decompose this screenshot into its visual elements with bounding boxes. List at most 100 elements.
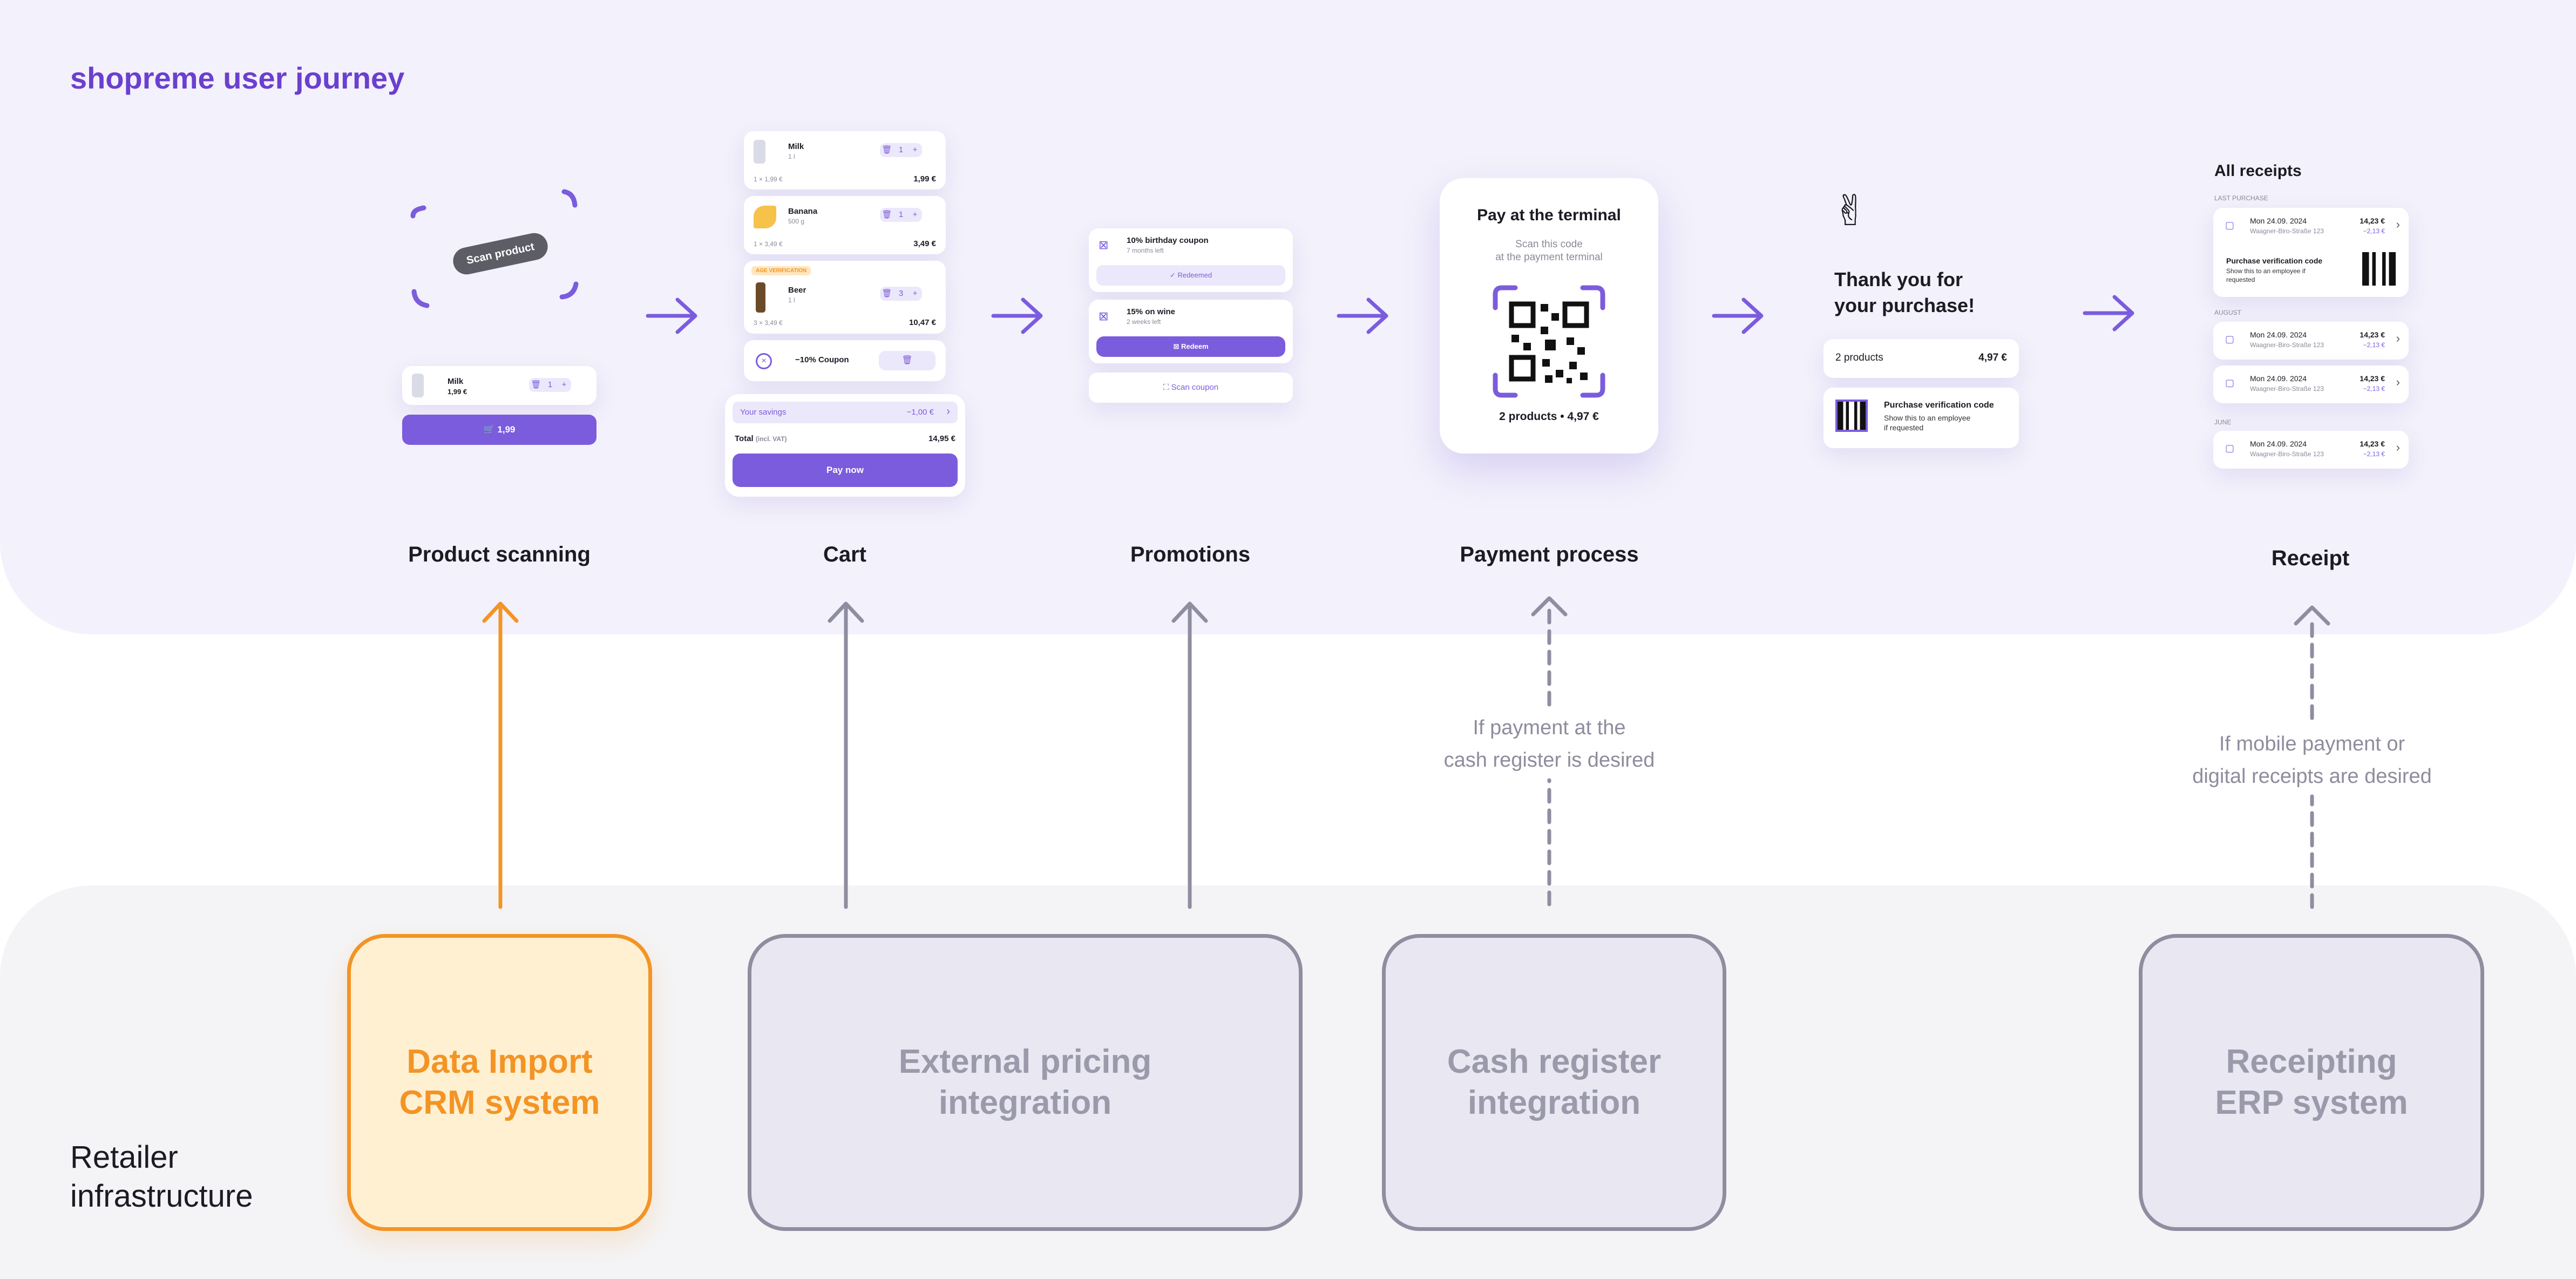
- system-name: integration: [938, 1084, 1112, 1121]
- cash-register-connector: [1531, 596, 1568, 906]
- quantity-stepper[interactable]: 🗑 1 +: [880, 143, 922, 157]
- payment-card: Pay at the terminal Scan this code at th…: [1440, 178, 1658, 454]
- infrastructure-title: Retailer infrastructure: [70, 1140, 253, 1214]
- cart-item-unit-price: 1 × 1,99 €: [754, 175, 783, 183]
- receipt-group-label: AUGUST: [2214, 309, 2242, 316]
- coupon-icon: ⊠: [1173, 342, 1181, 350]
- plus-icon[interactable]: +: [561, 380, 567, 389]
- cart-item-name: Milk: [788, 142, 804, 151]
- receipt-group-label: JUNE: [2214, 418, 2232, 426]
- scan-coupon-label: Scan coupon: [1171, 383, 1219, 392]
- coupon-title: 10% birthday coupon: [1127, 236, 1209, 245]
- trash-icon[interactable]: 🗑: [882, 145, 892, 154]
- payment-title: Pay at the terminal: [1477, 206, 1621, 224]
- savings-label: Your savings: [740, 408, 787, 417]
- cart-item-name: Beer: [788, 286, 806, 295]
- quantity-value: 1: [898, 145, 904, 154]
- verification-subtitle: Show this to an employee if: [2226, 267, 2306, 275]
- receipt-date: Mon 24.09. 2024: [2250, 439, 2307, 448]
- scan-coupon-button[interactable]: ⛶ Scan coupon: [1089, 373, 1293, 403]
- scanned-item-name: Milk: [448, 377, 464, 386]
- age-verification-badge: AGE VERIFICATION: [751, 266, 811, 275]
- stage-label-product-scanning: Product scanning: [408, 543, 591, 566]
- flow-arrow: [2083, 295, 2134, 331]
- redeem-label: Redeem: [1181, 342, 1209, 350]
- receipts-title: All receipts: [2214, 162, 2302, 180]
- banana-thumbnail: [754, 206, 776, 228]
- payment-instruction: Scan this code: [1515, 239, 1583, 250]
- stage-label-payment-process: Payment process: [1460, 543, 1639, 566]
- coupon-card: ⊠ 10% birthday coupon 7 months left ✓ Re…: [1089, 228, 1293, 292]
- products-count: 2 products: [1835, 352, 1883, 363]
- product-thumbnail: [754, 140, 765, 164]
- quantity-stepper[interactable]: 🗑1+: [529, 378, 571, 392]
- note-line: If mobile payment or: [2219, 733, 2405, 755]
- total-note: (incl. VAT): [755, 435, 787, 443]
- coupon-icon: ⊠: [1099, 238, 1109, 252]
- cart-summary: Your savings −1,00 € › Total (incl. VAT)…: [725, 394, 965, 497]
- cash-register-note: If payment at the cash register is desir…: [1409, 712, 1690, 776]
- receipt-card[interactable]: ▢ Mon 24.09. 2024 Waagner-Biro-Straße 12…: [2213, 431, 2409, 469]
- qr-code-icon: [1835, 400, 1868, 432]
- coupon-row: × −10% Coupon 🗑: [744, 340, 946, 381]
- remove-coupon-icon[interactable]: ×: [756, 353, 772, 369]
- promotions-connector: [1171, 601, 1208, 909]
- receipt-date: Mon 24.09. 2024: [2250, 330, 2307, 339]
- cart-item-total: 1,99 €: [913, 174, 936, 184]
- receipt-card[interactable]: ▢ Mon 24.09. 2024 Waagner-Biro-Straße 12…: [2213, 208, 2409, 297]
- scan-icon: ⛶: [1163, 383, 1171, 392]
- flow-arrow: [1337, 297, 1388, 334]
- receipt-date: Mon 24.09. 2024: [2250, 216, 2307, 225]
- cart-item-size: 500 g: [788, 218, 805, 225]
- cart-total-button[interactable]: 🛒 1,99: [402, 415, 596, 445]
- thank-you-line: Thank you for: [1834, 268, 1963, 290]
- quantity-stepper[interactable]: 🗑 1 +: [880, 208, 922, 222]
- note-line: cash register is desired: [1443, 749, 1655, 772]
- plus-icon[interactable]: +: [912, 210, 918, 219]
- receipt-address: Waagner-Biro-Straße 123: [2250, 385, 2324, 393]
- redeem-button[interactable]: ⊠ Redeem: [1096, 336, 1285, 357]
- stage-label-cart: Cart: [823, 543, 867, 566]
- receipt-icon: ▢: [2225, 334, 2235, 344]
- plus-icon[interactable]: +: [912, 289, 918, 298]
- quantity-stepper[interactable]: 🗑3+: [880, 287, 922, 301]
- cart-item: Banana 500 g 🗑1+ 1 × 3,49 € 3,49 €: [744, 196, 946, 254]
- peace-hand-icon: ✌: [1833, 187, 1868, 234]
- receipt-saving: −2,13 €: [2363, 385, 2385, 393]
- stage-label-promotions: Promotions: [1130, 543, 1251, 566]
- mobile-payment-note: If mobile payment or digital receipts ar…: [2172, 728, 2452, 793]
- quantity-value: 1: [898, 210, 904, 219]
- journey-title: shopreme user journey: [70, 61, 405, 95]
- coupon-expiry: 7 months left: [1127, 247, 1164, 254]
- total-label: Total: [735, 434, 754, 443]
- cart-item: AGE VERIFICATION Beer 1 l 🗑3+ 3 × 3,49 €…: [744, 261, 946, 334]
- order-summary-row: 2 products 4,97 €: [1823, 339, 2019, 378]
- beer-thumbnail: [756, 282, 765, 313]
- receipt-card[interactable]: ▢ Mon 24.09. 2024 Waagner-Biro-Straße 12…: [2213, 366, 2409, 403]
- system-name: Cash register: [1447, 1043, 1662, 1080]
- pay-now-button[interactable]: Pay now: [733, 454, 958, 487]
- receipt-saving: −2,13 €: [2363, 450, 2385, 458]
- receipt-card[interactable]: ▢ Mon 24.09. 2024 Waagner-Biro-Straße 12…: [2213, 322, 2409, 360]
- trash-icon[interactable]: 🗑: [531, 380, 541, 389]
- trash-icon[interactable]: 🗑: [879, 351, 936, 370]
- scanned-item-card: Milk 1,99 € 🗑1+: [402, 366, 596, 405]
- verification-title: Purchase verification code: [1884, 401, 1994, 410]
- receipt-amount: 14,23 €: [2360, 439, 2385, 448]
- system-name: External pricing: [898, 1043, 1152, 1080]
- scanned-item-price: 1,99 €: [448, 388, 467, 396]
- trash-icon[interactable]: 🗑: [882, 289, 892, 298]
- payment-instruction: at the payment terminal: [1495, 252, 1603, 263]
- qr-code: [1493, 285, 1605, 398]
- savings-row[interactable]: Your savings −1,00 € ›: [733, 402, 958, 423]
- plus-icon[interactable]: +: [912, 145, 918, 154]
- trash-icon[interactable]: 🗑: [882, 210, 892, 219]
- thank-you-title: Thank you for your purchase!: [1834, 267, 1975, 319]
- verification-subtitle: requested: [2226, 276, 2255, 283]
- check-icon: ✓: [1169, 271, 1178, 279]
- scan-frame-icon: [410, 189, 579, 308]
